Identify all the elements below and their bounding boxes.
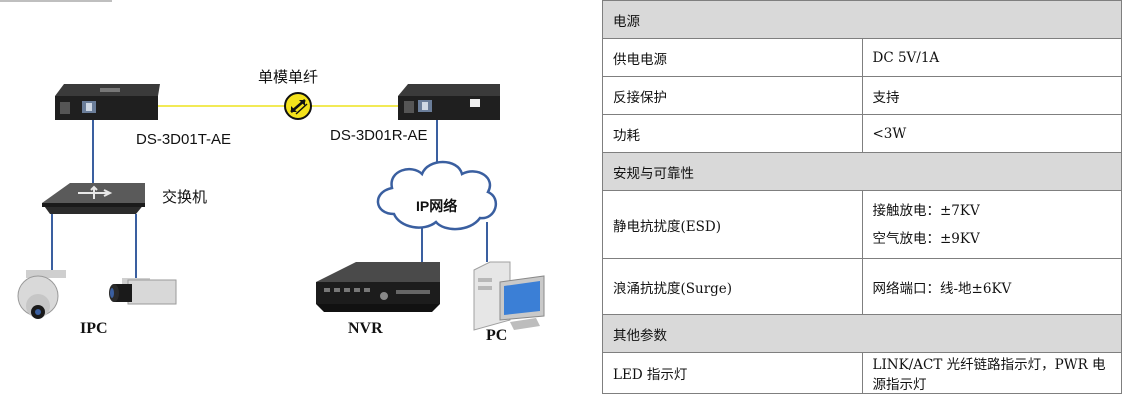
switch-icon [42,183,145,214]
receiver-device-icon [398,84,500,120]
cloud-icon [376,160,498,231]
transmitter-model-label: DS-3D01T-AE [136,131,232,148]
cloud-label: IP网络 [416,198,458,214]
row-value: 支持 [861,76,1122,115]
receiver-model-label: DS-3D01R-AE [330,127,428,144]
table-row: 反接保护 支持 [602,76,1122,115]
nvr-label: NVR [348,320,383,337]
box-camera-icon [109,278,177,305]
ipc-label: IPC [80,320,108,337]
fiber-label: 单模单纤 [258,69,319,86]
dome-camera-icon [17,270,66,319]
section-row-power: 电源 [602,0,1122,39]
section-title: 其他参数 [602,314,1122,353]
pc-label: PC [486,327,508,344]
pc-icon [473,261,545,331]
row-value: LINK/ACT 光纤链路指示灯，PWR 电源指示灯 [861,352,1122,394]
row-label: 反接保护 [602,76,863,115]
switch-label: 交换机 [162,189,208,206]
row-label: 供电电源 [602,38,863,77]
table-row: 供电电源 DC 5V/1A [602,38,1122,77]
top-rule [0,0,112,2]
table-row: LED 指示灯 LINK/ACT 光纤链路指示灯，PWR 电源指示灯 [602,352,1122,394]
network-diagram: 单模单纤 DS-3D01T-AE DS-3D01R-AE 交换机 IP网络 IP… [0,0,545,344]
row-label: 功耗 [602,114,863,153]
transmitter-device-icon [55,84,160,120]
fiber-connector-icon [284,92,312,120]
table-row: 功耗 <3W [602,114,1122,153]
row-value: 接触放电：±7KV 空气放电：±9KV [861,190,1122,259]
section-row-safety: 安规与可靠性 [602,152,1122,191]
row-value: DC 5V/1A [861,38,1122,77]
row-value-line: 空气放电：±9KV [872,230,980,247]
row-label: LED 指示灯 [602,352,863,394]
row-value: <3W [861,114,1122,153]
nvr-icon [316,262,440,312]
table-row: 静电抗扰度(ESD) 接触放电：±7KV 空气放电：±9KV [602,190,1122,259]
diagram-graphics [17,84,545,331]
spec-table: 电源 供电电源 DC 5V/1A 反接保护 支持 功耗 <3W 安规与可靠性 静… [602,0,1122,394]
row-value: 网络端口：线-地±6KV [861,258,1122,315]
section-title: 安规与可靠性 [602,152,1122,191]
row-label: 静电抗扰度(ESD) [602,190,863,259]
section-title: 电源 [602,0,1122,39]
section-row-other: 其他参数 [602,314,1122,353]
table-row: 浪涌抗扰度(Surge) 网络端口：线-地±6KV [602,258,1122,315]
row-value-line: 接触放电：±7KV [872,202,980,219]
row-label: 浪涌抗扰度(Surge) [602,258,863,315]
